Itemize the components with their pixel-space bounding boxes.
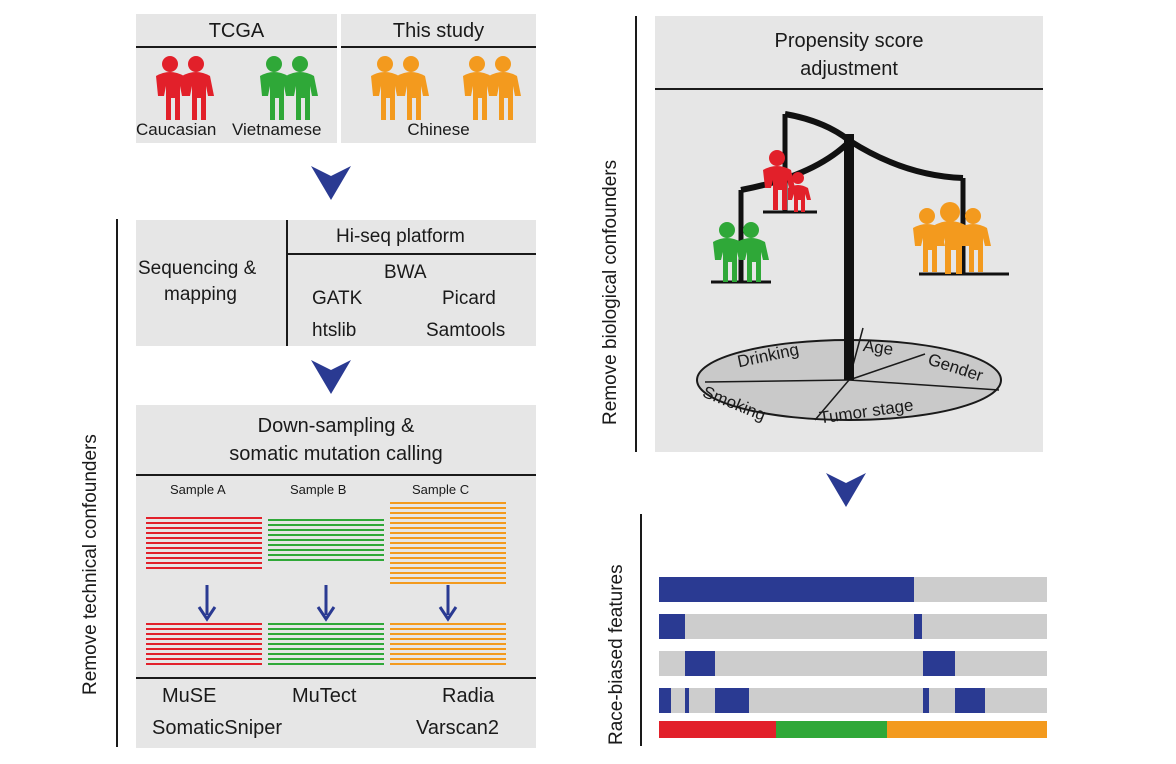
feature-hit bbox=[923, 688, 929, 713]
sequencing-label-1: Sequencing & bbox=[138, 258, 257, 279]
feature-hit bbox=[955, 688, 985, 713]
samtools-label: Samtools bbox=[426, 320, 506, 341]
sequencing-hdivider bbox=[286, 253, 536, 255]
chinese-label: Chinese bbox=[407, 120, 470, 139]
people-pair-icon bbox=[156, 56, 214, 120]
feature-track bbox=[659, 614, 1047, 639]
propensity-divider bbox=[655, 88, 1043, 90]
feature-track bbox=[659, 688, 1047, 713]
htslib-label: htslib bbox=[312, 320, 357, 341]
down-arrow-icon bbox=[438, 585, 458, 622]
propensity-title-2: adjustment bbox=[800, 58, 898, 80]
sample-c-reads bbox=[390, 502, 506, 584]
sample-a-downsampled bbox=[146, 623, 262, 665]
feature-track bbox=[659, 577, 1047, 602]
sample-b-reads bbox=[268, 519, 384, 563]
caucasian-label: Caucasian bbox=[136, 120, 217, 139]
people-pair-icon bbox=[463, 56, 521, 120]
study-title: This study bbox=[392, 20, 485, 42]
tcga-title: TCGA bbox=[208, 20, 265, 42]
biological-bracket bbox=[635, 16, 637, 452]
down-arrow-icon bbox=[316, 585, 336, 622]
down-arrow-icon bbox=[311, 360, 351, 394]
tcga-panel: TCGA Caucasian Vietnamese bbox=[136, 14, 337, 143]
propensity-title-1: Propensity score bbox=[774, 30, 924, 52]
race-label: Race-biased features bbox=[606, 564, 627, 745]
down-arrow-icon bbox=[826, 473, 866, 507]
biological-label: Remove biological confounders bbox=[600, 159, 621, 425]
calling-title-1: Down-sampling & bbox=[257, 415, 415, 437]
mutect-label: MuTect bbox=[292, 685, 357, 707]
technical-label: Remove technical confounders bbox=[80, 434, 101, 695]
radia-label: Radia bbox=[442, 685, 495, 707]
sample-b-label: Sample B bbox=[290, 482, 347, 497]
calling-top-divider bbox=[136, 474, 536, 476]
platform-label: Hi-seq platform bbox=[336, 226, 465, 247]
sample-c-downsampled bbox=[390, 623, 506, 665]
muse-label: MuSE bbox=[162, 685, 217, 707]
sequencing-label-2: mapping bbox=[164, 284, 237, 305]
feature-hit bbox=[659, 614, 685, 639]
feature-hit bbox=[715, 688, 749, 713]
people-pair-icon bbox=[371, 56, 429, 120]
sample-a-label: Sample A bbox=[170, 482, 226, 497]
down-arrow-icon bbox=[197, 585, 217, 622]
caucasian-segment bbox=[659, 721, 776, 738]
technical-bracket bbox=[116, 219, 118, 747]
balance-scale-icon bbox=[696, 111, 1009, 421]
feature-track bbox=[659, 651, 1047, 676]
varscan2-label: Varscan2 bbox=[416, 717, 500, 739]
vietnamese-label: Vietnamese bbox=[232, 120, 322, 139]
population-legend-bar bbox=[659, 721, 1047, 738]
sequencing-panel: Sequencing & mapping Hi-seq platform BWA… bbox=[136, 220, 536, 346]
calling-panel: Down-sampling & somatic mutation calling… bbox=[136, 405, 536, 748]
gatk-label: GATK bbox=[312, 288, 363, 309]
feature-hit bbox=[914, 614, 922, 639]
propensity-panel: Propensity score adjustment bbox=[655, 16, 1043, 452]
calling-title-2: somatic mutation calling bbox=[229, 443, 443, 465]
chinese-segment bbox=[887, 721, 1047, 738]
people-pair-icon bbox=[260, 56, 318, 120]
factor-age: Age bbox=[861, 335, 895, 360]
tcga-divider bbox=[136, 46, 337, 48]
down-arrow-icon bbox=[311, 166, 351, 200]
sample-a-reads bbox=[146, 517, 262, 569]
feature-hit bbox=[685, 651, 715, 676]
sample-b-downsampled bbox=[268, 623, 384, 665]
picard-label: Picard bbox=[442, 288, 496, 309]
race-bracket bbox=[640, 514, 642, 746]
feature-hit bbox=[659, 577, 914, 602]
somaticsniper-label: SomaticSniper bbox=[152, 717, 283, 739]
study-panel: This study Chinese bbox=[341, 14, 536, 143]
calling-bottom-divider bbox=[136, 677, 536, 679]
feature-hit bbox=[659, 688, 671, 713]
vietnamese-segment bbox=[776, 721, 887, 738]
sample-c-label: Sample C bbox=[412, 482, 470, 497]
bwa-label: BWA bbox=[384, 262, 427, 283]
sequencing-vdivider bbox=[286, 220, 288, 346]
feature-hit bbox=[923, 651, 955, 676]
study-divider bbox=[341, 46, 536, 48]
feature-hit bbox=[685, 688, 689, 713]
